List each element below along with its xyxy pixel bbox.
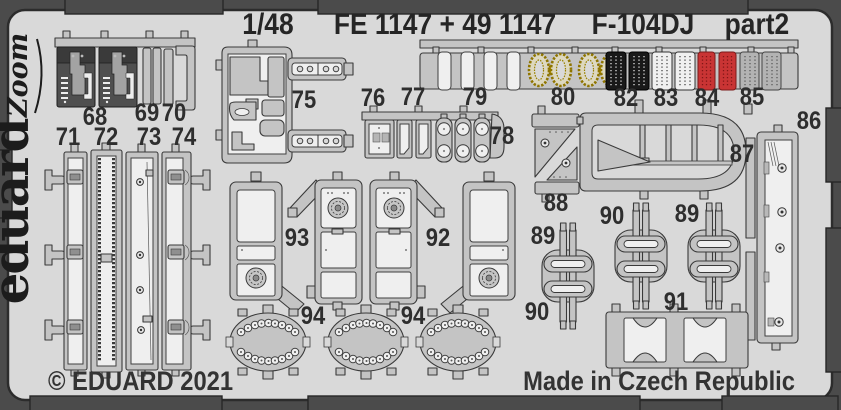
header-code: FE 1147 + 49 1147: [334, 6, 556, 40]
part-78-pieces: [435, 113, 491, 163]
part-label-73: 73: [137, 123, 161, 151]
part-label-94-left: 94: [301, 302, 325, 330]
part-86-group: [745, 124, 799, 351]
part-74-strip: [161, 151, 192, 371]
part-label-79: 79: [463, 83, 487, 111]
header: 1/48 FE 1147 + 49 1147 F-104DJ part2: [242, 6, 789, 40]
part-label-80: 80: [551, 83, 575, 111]
right-tab: [825, 227, 841, 373]
eduard-logo: eduard: [0, 119, 40, 305]
part-76-piece: [364, 119, 395, 159]
medallion-piece: [324, 305, 408, 379]
part-label-69: 69: [135, 99, 159, 127]
part-87-group: [579, 99, 753, 200]
part-72-strip: [90, 149, 123, 373]
part-91-group: [605, 303, 749, 377]
part-71-strip: [63, 151, 88, 371]
part-79-pieces: [437, 51, 521, 91]
part-85-pieces: [739, 51, 782, 91]
part-label-75: 75: [292, 86, 316, 114]
part-label-85: 85: [740, 83, 764, 111]
header-part: part2: [725, 6, 790, 40]
part-label-82: 82: [614, 84, 638, 112]
parts-92-93-consoles: [230, 172, 515, 313]
part-75-group: [215, 39, 354, 164]
left-tab: [0, 149, 13, 219]
part-82-pieces: [605, 51, 650, 91]
part-label-94-right: 94: [401, 302, 425, 330]
medallion-piece: [416, 305, 500, 379]
part-label-90-right: 90: [600, 202, 624, 230]
part-label-84: 84: [695, 84, 719, 112]
part-label-86: 86: [797, 107, 821, 135]
zoom-logo-text: Zoom: [3, 33, 34, 118]
zoom-logo: Zoom: [3, 33, 43, 118]
part-70-piece: [163, 48, 174, 106]
part-68-piece: [56, 46, 96, 108]
part-label-87: 87: [730, 140, 754, 168]
part-label-77: 77: [401, 83, 425, 111]
part-94-medallions: [226, 305, 500, 379]
part-label-76: 76: [361, 84, 385, 112]
part-69-piece: [152, 47, 162, 105]
part-label-70: 70: [162, 99, 186, 127]
part-68-piece: [98, 46, 138, 108]
part-88-group: [531, 105, 584, 203]
part-label-83: 83: [654, 84, 678, 112]
part-label-89-right: 89: [675, 200, 699, 228]
part-84-pieces: [697, 51, 737, 91]
part-label-93: 93: [285, 224, 309, 252]
part-70-piece: [175, 45, 196, 111]
part-label-91: 91: [664, 288, 688, 316]
bottom-tab: [307, 395, 641, 410]
footer-copyright: © EDUARD 2021: [48, 367, 233, 397]
bottom-tab: [721, 395, 839, 410]
part-label-88: 88: [544, 189, 568, 217]
part-label-78: 78: [490, 122, 514, 150]
part-label-92: 92: [426, 224, 450, 252]
part-label-89-left: 89: [531, 222, 555, 250]
part-label-68: 68: [83, 103, 107, 131]
part-labels: 68 69 70 71 72 73 74 75 76 77 78 79 80 8…: [56, 83, 821, 330]
footer-made-in: Made in Czech Republic: [523, 367, 795, 397]
top-tab: [317, 0, 749, 15]
header-aircraft: F-104DJ: [592, 6, 695, 40]
part-73-strip: [125, 151, 159, 371]
footer: © EDUARD 2021 Made in Czech Republic: [48, 367, 795, 397]
part-label-72: 72: [94, 123, 118, 151]
part-83-pieces: [651, 51, 696, 91]
parts-71-74-group: [44, 142, 211, 379]
right-tab: [825, 107, 841, 183]
bottom-tab: [29, 395, 223, 410]
part-68-70-group: [54, 30, 196, 111]
header-scale: 1/48: [242, 6, 293, 40]
part-77-pieces: [396, 119, 432, 159]
part-label-90-left: 90: [525, 298, 549, 326]
parts-76-78-group: [361, 105, 505, 163]
part-label-74: 74: [172, 123, 196, 151]
top-tab: [64, 0, 224, 15]
parts-79-85-strip: [419, 39, 799, 91]
part-label-71: 71: [56, 123, 80, 151]
part-80-buckles: [527, 52, 623, 88]
part-69-piece: [142, 47, 152, 105]
medallion-piece: [226, 305, 310, 379]
